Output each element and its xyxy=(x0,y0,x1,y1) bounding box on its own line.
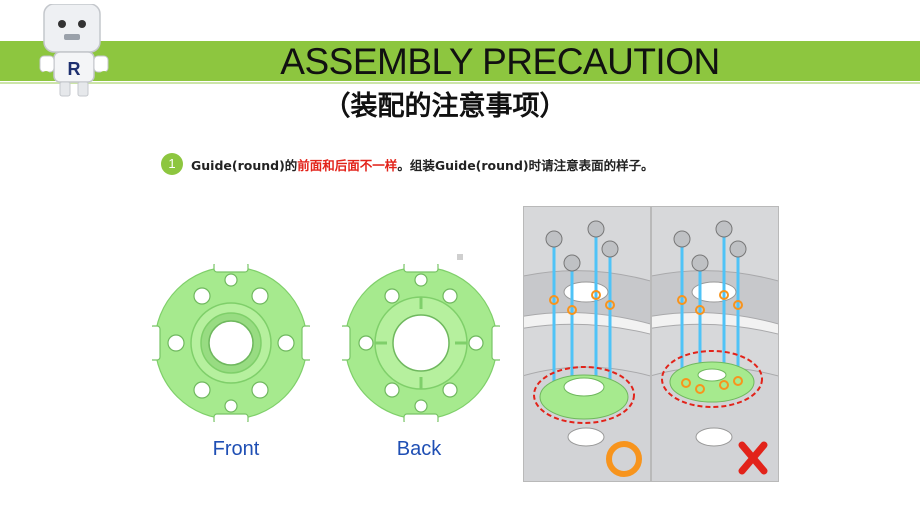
assembly-correct-image xyxy=(524,220,650,481)
header-band xyxy=(0,41,920,81)
back-label: Back xyxy=(396,438,442,460)
front-label: Front xyxy=(212,438,260,460)
page-subtitle: （装配的注意事项） xyxy=(323,91,567,122)
instruction-text-part1: Guide(round)的 xyxy=(191,157,298,173)
instruction-text: Guide(round)的前面和后面不一样。组装Guide(round)时请注意… xyxy=(191,155,654,174)
svg-text:R: R xyxy=(68,59,81,79)
instruction-step: 1 Guide(round)的前面和后面不一样。组装Guide(round)时请… xyxy=(161,152,654,176)
decorative-dot xyxy=(457,254,463,260)
instruction-highlight: 前面和后面不一样 xyxy=(297,157,398,173)
assembly-photo-wrong xyxy=(651,206,779,482)
instruction-text-part2: 。组装Guide(round)时请注意表面的样子。 xyxy=(397,157,654,173)
page-title: ASSEMBLY PRECAUTION xyxy=(280,41,720,82)
step-number-badge: 1 xyxy=(161,153,183,175)
header-underline xyxy=(0,82,920,84)
assembly-photo-correct xyxy=(523,206,651,482)
robot-mascot-logo: R xyxy=(39,4,109,97)
circle-ok-icon xyxy=(606,441,642,477)
guide-round-back-image xyxy=(342,264,500,422)
cross-x-icon xyxy=(738,441,768,475)
guide-round-front-image xyxy=(152,264,310,422)
assembly-wrong-image xyxy=(652,220,778,481)
